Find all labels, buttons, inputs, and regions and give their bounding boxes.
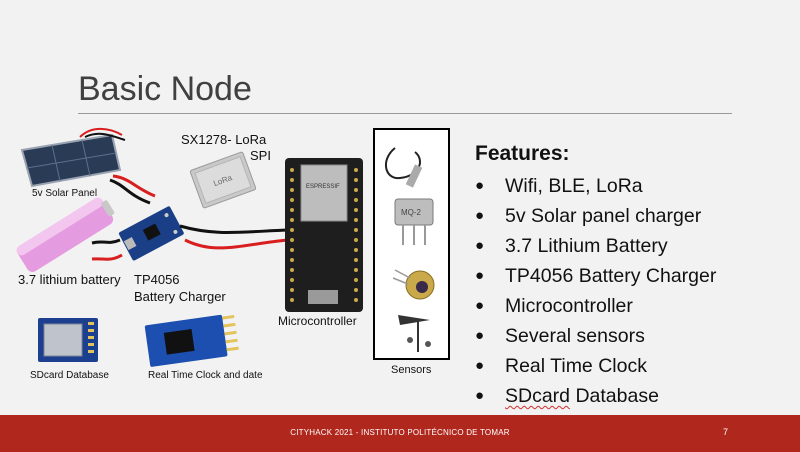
feature-item: Real Time Clock: [475, 353, 716, 383]
solar-red-wire: [112, 174, 156, 198]
lora-label-line1: SX1278- LoRa: [181, 132, 267, 147]
microcontroller-image: ESPRESSIF: [285, 158, 363, 312]
tp4056-charger-image: [118, 206, 184, 261]
solar-black-wire: [109, 178, 151, 205]
lora-label-line2: SPI: [250, 148, 271, 163]
footer-text: CITYHACK 2021 - INSTITUTO POLITÉCNICO DE…: [290, 428, 510, 437]
wind-vane-image: [398, 315, 431, 352]
feature-item: Microcontroller: [475, 293, 716, 323]
feature-item: TP4056 Battery Charger: [475, 263, 716, 293]
battery-label: 3.7 lithium battery: [18, 272, 121, 287]
solar-panel-label: 5v Solar Panel: [32, 188, 98, 199]
sd-card-module-image: [38, 318, 98, 362]
rtc-label: Real Time Clock and date: [148, 370, 263, 381]
feature-item: Several sensors: [475, 323, 716, 353]
slide-title: Basic Node: [78, 70, 252, 108]
rtc-module-image: [144, 314, 239, 367]
solar-panel-image: [20, 127, 126, 188]
feature-item: Wifi, BLE, LoRa: [475, 173, 716, 203]
charger-label-line1: TP4056: [134, 272, 180, 287]
feature-item-sdcard: SDcard Database: [475, 383, 716, 413]
slide-footer: CITYHACK 2021 - INSTITUTO POLITÉCNICO DE…: [0, 415, 800, 452]
spellcheck-word: SDcard: [505, 385, 571, 407]
feature-item: 3.7 Lithium Battery: [475, 233, 716, 263]
charger-black-wire: [179, 224, 288, 234]
temperature-probe-image: [385, 147, 423, 188]
lora-module-image: LoRa: [189, 151, 257, 209]
mq-sensor-text: MQ-2: [401, 208, 422, 217]
features-list: Wifi, BLE, LoRa 5v Solar panel charger 3…: [475, 173, 716, 413]
title-underline: [78, 113, 732, 114]
sd-card-label: SDcard Database: [30, 370, 109, 381]
battery-black-wire: [91, 238, 121, 245]
battery-red-wire: [91, 253, 123, 261]
lithium-battery-image: [16, 197, 115, 272]
esp-chip-text: ESPRESSIF: [306, 184, 340, 190]
feature-item-rest: Database: [570, 385, 659, 407]
microcontroller-label: Microcontroller: [278, 314, 357, 328]
page-number: 7: [723, 427, 729, 437]
charger-red-wire: [184, 238, 288, 250]
gas-sensor-image: MQ-2: [394, 198, 434, 245]
features-heading: Features:: [475, 142, 570, 165]
sensors-label: Sensors: [391, 364, 432, 376]
feature-item: 5v Solar panel charger: [475, 203, 716, 233]
infrared-sensor-image: [392, 269, 435, 300]
charger-label-line2: Battery Charger: [134, 289, 226, 304]
